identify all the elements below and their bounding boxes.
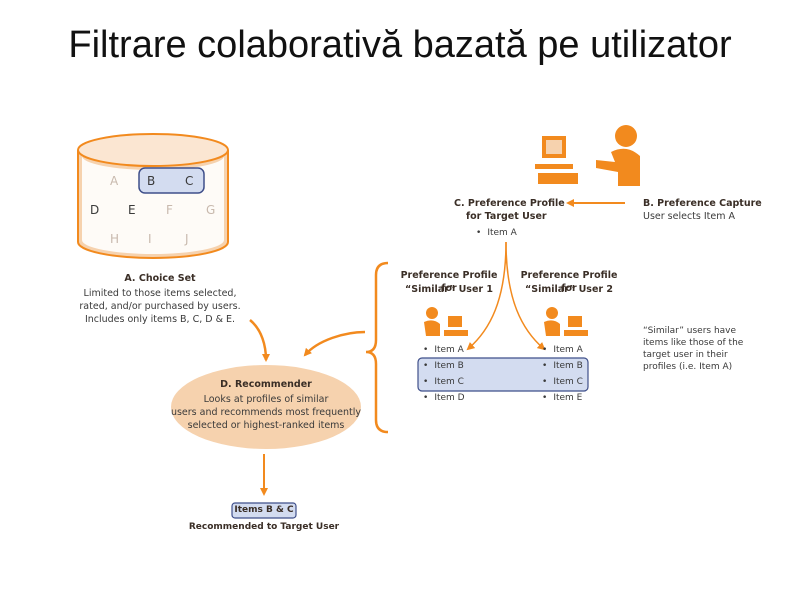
db-letter-b: B bbox=[147, 174, 156, 188]
result-caption: Recommended to Target User bbox=[188, 522, 340, 532]
recommender-desc-3: selected or highest-ranked items bbox=[187, 420, 345, 431]
target-profile-item: Item A bbox=[476, 228, 517, 238]
similar-2-item: Item A bbox=[542, 345, 583, 355]
similar-1-heading-2: “Similar” User 1 bbox=[405, 284, 493, 295]
recommender-ellipse bbox=[171, 365, 361, 449]
similar-2-item: Item E bbox=[542, 393, 582, 403]
database-cylinder bbox=[77, 133, 229, 259]
capture-heading: B. Preference Capture bbox=[643, 198, 762, 209]
similar-user-1-icon bbox=[424, 307, 468, 336]
choice-set-heading: A. Choice Set bbox=[124, 273, 196, 284]
similar-note-4: profiles (i.e. Item A) bbox=[643, 362, 733, 372]
similar-note-2: items like those of the bbox=[643, 338, 744, 348]
db-letter-e: E bbox=[128, 203, 136, 217]
result-items: Items B & C bbox=[234, 505, 294, 515]
choice-to-recommender-arrow bbox=[249, 319, 270, 362]
target-profile-heading-2: for Target User bbox=[466, 211, 547, 222]
similar-1-item: Item D bbox=[423, 393, 464, 403]
similar-1-item: Item C bbox=[423, 377, 464, 387]
db-letter-j: J bbox=[185, 232, 189, 246]
similar-link-arrow-1 bbox=[466, 241, 507, 351]
db-letter-g: G bbox=[206, 203, 216, 217]
similar-1-item: Item A bbox=[423, 345, 464, 355]
similar-1-heading-1: Preference Profile for bbox=[400, 270, 498, 294]
similar-note-1: “Similar” users have bbox=[643, 326, 737, 336]
db-letter-i: I bbox=[148, 232, 152, 246]
recommender-desc-1: Looks at profiles of similar bbox=[203, 394, 329, 405]
similar-link-arrow-2 bbox=[505, 241, 546, 351]
db-letter-d: D bbox=[90, 203, 100, 217]
person-computer-icon bbox=[535, 125, 640, 186]
capture-desc: User selects Item A bbox=[643, 211, 736, 222]
target-profile-heading-1: C. Preference Profile bbox=[454, 198, 565, 209]
choice-highlight-box bbox=[138, 167, 205, 194]
similar-2-item: Item C bbox=[542, 377, 583, 387]
recommender-desc-2: users and recommends most frequently bbox=[170, 407, 362, 418]
db-letter-a: A bbox=[110, 174, 119, 188]
choice-set-desc-1: Limited to those items selected, bbox=[83, 288, 237, 299]
db-letter-c: C bbox=[185, 174, 194, 188]
recommender-heading: D. Recommender bbox=[220, 379, 312, 390]
db-letter-f: F bbox=[166, 203, 173, 217]
result-box bbox=[231, 502, 297, 519]
profiles-to-recommender-arrow bbox=[303, 330, 366, 357]
similar-user-2-icon bbox=[544, 307, 588, 336]
choice-set-desc-2: rated, and/or purchased by users. bbox=[79, 301, 241, 312]
similar-note-3: target user in their bbox=[643, 350, 728, 360]
similar-2-heading-1: Preference Profile for bbox=[520, 270, 618, 294]
choice-set-desc-3: Includes only items B, C, D & E. bbox=[84, 314, 236, 325]
similar-2-item: Item B bbox=[542, 361, 583, 371]
slide-title: Filtrare colaborativă bazată pe utilizat… bbox=[68, 24, 732, 66]
profiles-brace bbox=[365, 261, 389, 434]
similar-2-heading-2: “Similar” User 2 bbox=[525, 284, 613, 295]
db-letter-h: H bbox=[110, 232, 120, 246]
similar-1-item: Item B bbox=[423, 361, 464, 371]
